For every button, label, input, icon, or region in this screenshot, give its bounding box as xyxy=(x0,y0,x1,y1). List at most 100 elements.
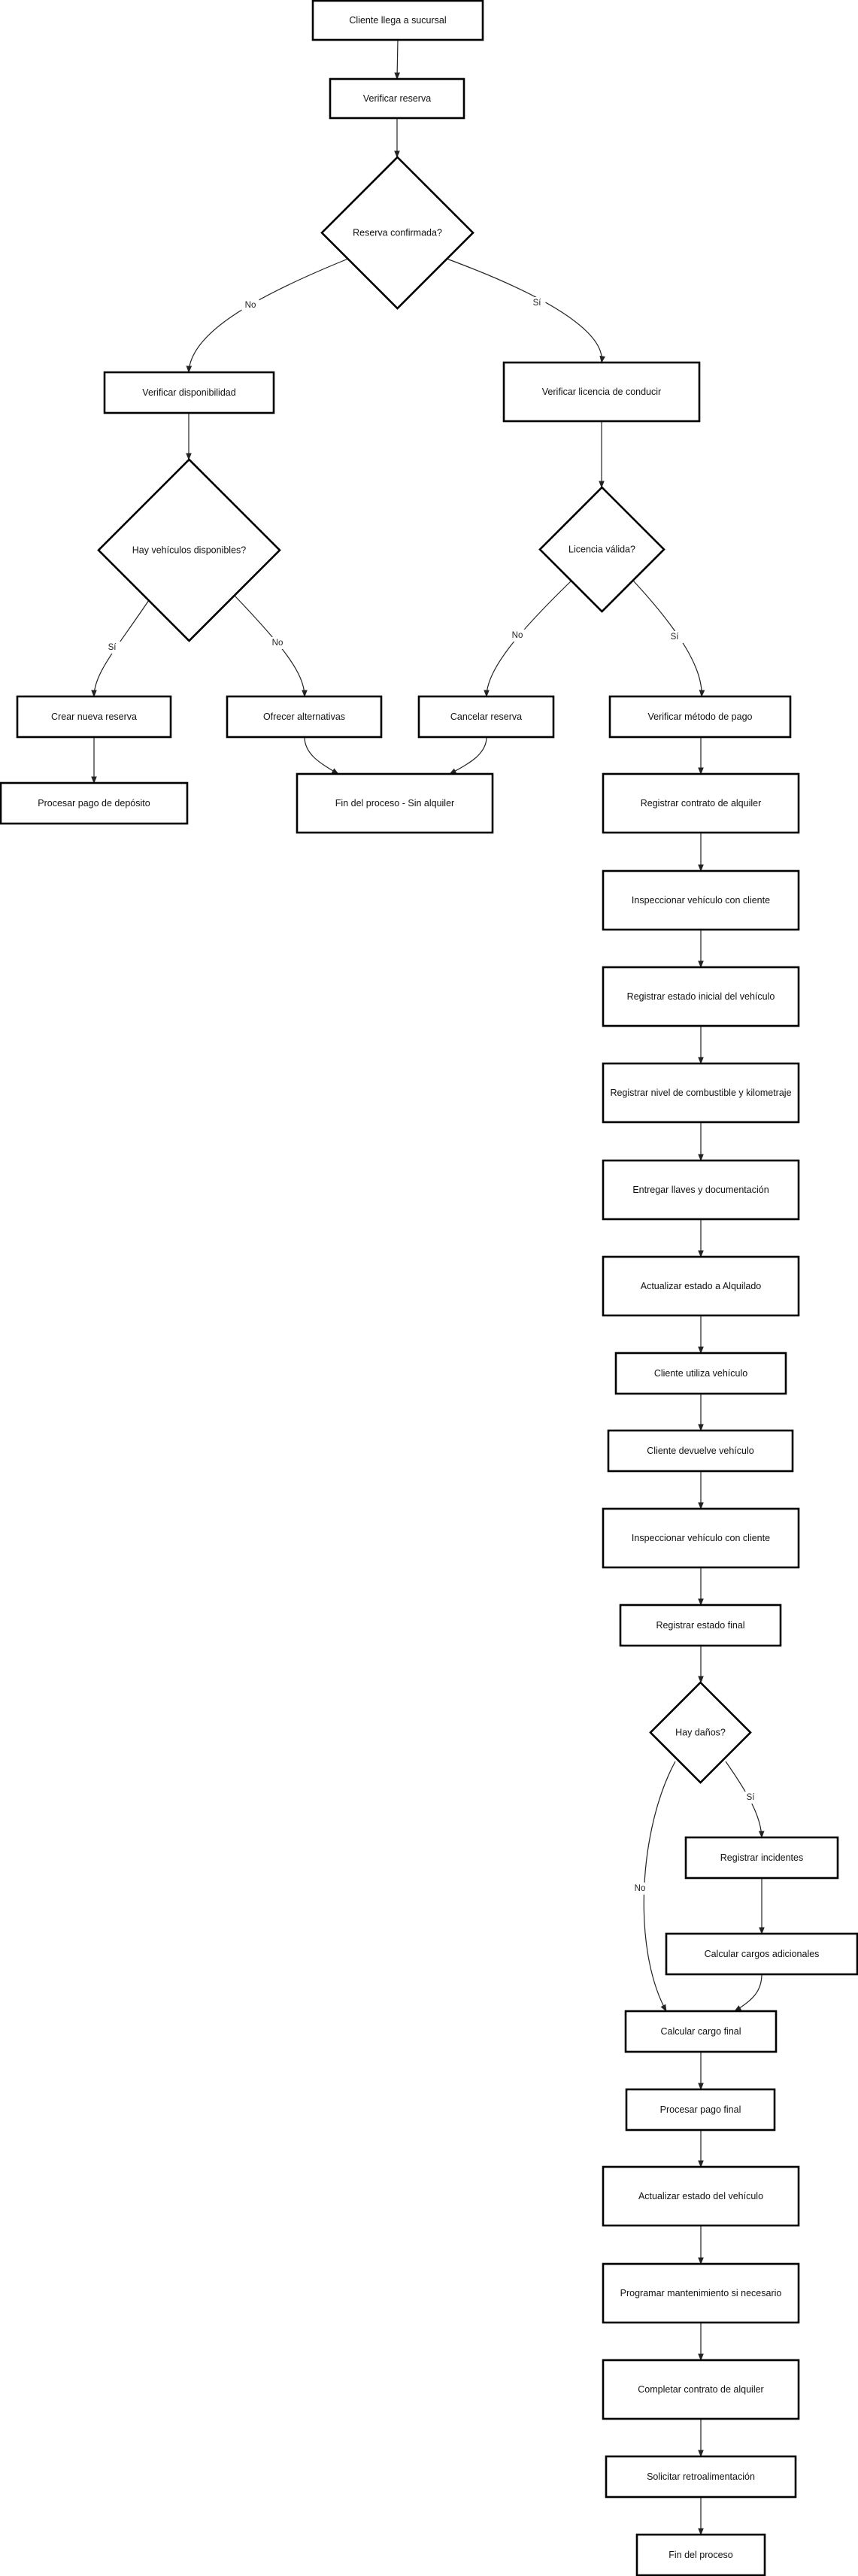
process-box xyxy=(311,0,484,41)
node-label: Ofrecer alternativas xyxy=(263,712,345,722)
node-label: Actualizar estado a Alquilado xyxy=(641,1281,762,1291)
process-node-n9: Ofrecer alternativas xyxy=(226,695,383,739)
edge-n1-n2 xyxy=(394,39,401,80)
process-box xyxy=(605,2455,797,2499)
edge-label-n3-n4: No xyxy=(241,299,259,311)
node-label: Crear nueva reserva xyxy=(51,712,137,722)
process-box xyxy=(602,1507,800,1569)
edge-label-text: Sí xyxy=(671,633,680,642)
node-label: Cliente utiliza vehículo xyxy=(654,1368,747,1379)
process-node-n25: Registrar incidentes xyxy=(684,1836,839,1880)
process-node-n8: Crear nueva reserva xyxy=(16,695,172,739)
process-box xyxy=(502,361,701,423)
node-label: Reserva confirmada? xyxy=(353,228,442,238)
edge-label-text: No xyxy=(272,639,283,648)
decision-diamond xyxy=(649,1681,752,1784)
node-label: Verificar método de pago xyxy=(648,712,753,722)
process-box xyxy=(417,695,555,739)
process-box xyxy=(602,2262,800,2324)
edge-label-text: Sí xyxy=(747,1793,756,1802)
process-box xyxy=(635,2533,766,2576)
edge-n26-n27 xyxy=(734,1974,762,2012)
process-box xyxy=(103,371,275,414)
process-box xyxy=(608,695,792,739)
edge-label-text: No xyxy=(512,631,523,640)
node-label: Registrar contrato de alquiler xyxy=(641,798,762,809)
process-box xyxy=(684,1836,839,1880)
edge-label-n6-n9: No xyxy=(268,637,287,649)
node-label: Cliente llega a sucursal xyxy=(349,15,446,26)
process-node-n15: Inspeccionar vehículo con cliente xyxy=(602,869,800,931)
process-box xyxy=(614,1352,787,1395)
node-label: Inspeccionar vehículo con cliente xyxy=(632,1533,770,1543)
process-box xyxy=(602,2165,800,2227)
process-box xyxy=(602,2359,800,2420)
node-label: Cancelar reserva xyxy=(450,712,522,722)
edge-n9-n13 xyxy=(304,736,339,775)
edge-n10-n13 xyxy=(449,736,487,775)
process-box xyxy=(607,1429,794,1473)
node-label: Verificar licencia de conducir xyxy=(542,387,661,397)
edge-label-n7-n10: No xyxy=(508,630,526,642)
process-node-n20: Cliente utiliza vehículo xyxy=(614,1352,787,1395)
process-node-n10: Cancelar reserva xyxy=(417,695,555,739)
node-label: Calcular cargo final xyxy=(661,2026,741,2037)
node-label: Hay daños? xyxy=(675,1728,726,1738)
process-node-n27: Calcular cargo final xyxy=(624,2010,778,2053)
process-box xyxy=(296,772,494,834)
node-label: Inspeccionar vehículo con cliente xyxy=(632,895,770,906)
process-box xyxy=(226,695,383,739)
process-node-n5: Verificar licencia de conducir xyxy=(502,361,701,423)
process-node-n11: Verificar método de pago xyxy=(608,695,792,739)
node-label: Procesar pago de depósito xyxy=(38,798,150,809)
process-box xyxy=(602,1062,800,1124)
process-node-n16: Registrar estado inicial del vehículo xyxy=(602,966,800,1027)
edge-n3-n5 xyxy=(446,258,605,363)
decision-node-n3: Reserva confirmada? xyxy=(320,156,474,310)
edge-label-text: No xyxy=(245,301,256,310)
process-node-n33: Fin del proceso xyxy=(635,2533,766,2576)
decision-diamond xyxy=(538,486,665,613)
process-node-n14: Registrar contrato de alquiler xyxy=(602,772,800,834)
process-node-n31: Completar contrato de alquiler xyxy=(602,2359,800,2420)
process-node-n1: Cliente llega a sucursal xyxy=(311,0,484,41)
edge-label-background xyxy=(103,642,121,654)
edge-n24-n25 xyxy=(725,1761,765,1838)
decision-node-n7: Licencia válida? xyxy=(538,486,665,613)
process-box xyxy=(619,1604,782,1647)
process-node-n26: Calcular cargos adicionales xyxy=(665,1932,858,1976)
node-label: Programar mantenimiento si necesario xyxy=(620,2288,782,2298)
edge-label-background xyxy=(741,1792,759,1804)
edge-label-n3-n5: Sí xyxy=(528,297,546,309)
process-box xyxy=(602,869,800,931)
node-label: Hay vehículos disponibles? xyxy=(132,545,247,556)
edge-n7-n10 xyxy=(484,580,572,697)
process-box xyxy=(602,1255,800,1317)
edges-layer xyxy=(91,39,765,2535)
process-box xyxy=(602,1159,800,1221)
process-box xyxy=(625,2088,776,2131)
process-node-n19: Actualizar estado a Alquilado xyxy=(602,1255,800,1317)
node-label: Actualizar estado del vehículo xyxy=(638,2191,763,2201)
process-box xyxy=(602,772,800,834)
edge-label-background xyxy=(665,631,684,643)
process-node-n29: Actualizar estado del vehículo xyxy=(602,2165,800,2227)
edge-label-text: Sí xyxy=(108,643,117,652)
edge-n6-n9 xyxy=(234,595,308,697)
edge-label-background xyxy=(631,1883,649,1895)
process-node-n23: Registrar estado final xyxy=(619,1604,782,1647)
process-node-n13: Fin del proceso - Sin alquiler xyxy=(296,772,494,834)
process-node-n32: Solicitar retroalimentación xyxy=(605,2455,797,2499)
edge-label-n7-n11: Sí xyxy=(665,631,684,643)
node-label: Calcular cargos adicionales xyxy=(705,1949,820,1959)
decision-node-n24: Hay daños? xyxy=(649,1681,752,1784)
process-node-n21: Cliente devuelve vehículo xyxy=(607,1429,794,1473)
node-label: Procesar pago final xyxy=(660,2104,741,2115)
edge-n6-n8 xyxy=(91,599,150,697)
process-box xyxy=(0,781,189,825)
process-node-n4: Verificar disponibilidad xyxy=(103,371,275,414)
node-label: Solicitar retroalimentación xyxy=(647,2471,755,2482)
edge-label-text: No xyxy=(635,1884,646,1893)
